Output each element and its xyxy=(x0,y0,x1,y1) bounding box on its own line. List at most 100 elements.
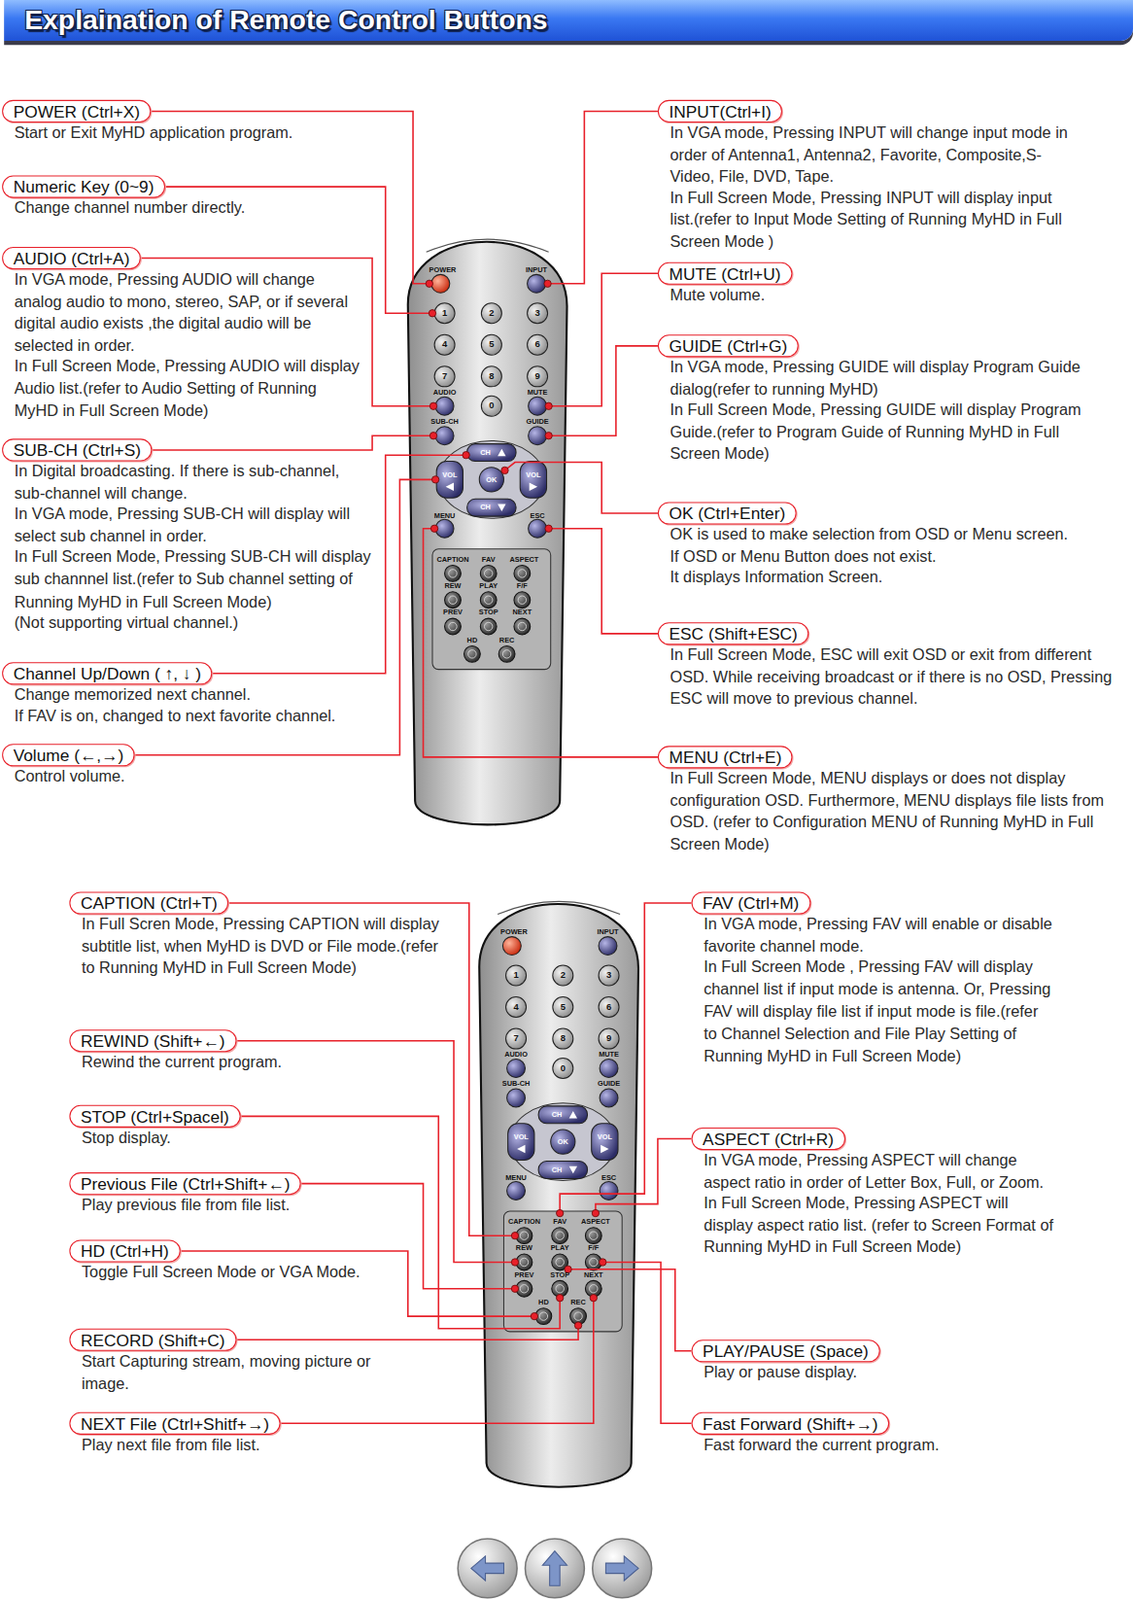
button-heading: ESC (Shift+ESC) xyxy=(657,621,809,645)
button-icon xyxy=(589,1284,598,1293)
description: In Full Screen Mode, MENU displays or do… xyxy=(670,766,1125,856)
description: In VGA mode, Pressing SUB-CH will displa… xyxy=(14,503,372,548)
leader-dot xyxy=(591,1208,599,1216)
key-number: 3 xyxy=(534,309,540,318)
leader-dot xyxy=(545,402,552,410)
leader-dot xyxy=(511,1232,518,1239)
title: Explaination of Remote Control Buttons xyxy=(24,4,548,37)
callout: NEXT File (Ctrl+Shitf+→)Play next file f… xyxy=(68,1411,459,1456)
key-number: 9 xyxy=(534,372,540,381)
button-heading: Numeric Key (0~9) xyxy=(1,175,166,199)
number-button xyxy=(434,303,455,324)
key-number: 0 xyxy=(488,401,494,411)
callout: GUIDE (Ctrl+G)In VGA mode, Pressing GUID… xyxy=(657,334,1099,465)
leader-dot xyxy=(511,1258,518,1266)
leader-line xyxy=(236,1040,515,1263)
button-label: INPUT xyxy=(525,265,548,273)
leader-dot xyxy=(425,279,433,287)
button-icon xyxy=(448,595,457,604)
button-label: POWER xyxy=(429,265,457,273)
transport-button xyxy=(480,591,497,609)
number-button xyxy=(480,334,502,355)
leader-dot xyxy=(545,524,552,532)
back-button xyxy=(457,1538,517,1598)
transport-panel xyxy=(503,1210,622,1332)
vol-right-button xyxy=(519,460,547,498)
button-icon xyxy=(574,1311,583,1320)
description: Stop display. xyxy=(81,1126,418,1149)
button-label: F/F xyxy=(587,1243,599,1251)
leader-dot xyxy=(589,1294,597,1302)
button-icon xyxy=(555,1231,564,1239)
function-button xyxy=(507,1088,526,1107)
number-button xyxy=(552,996,574,1018)
transport-button xyxy=(514,591,531,609)
leader-dot xyxy=(430,524,438,532)
leader-line xyxy=(151,435,434,450)
button-label: PREV xyxy=(443,608,463,616)
leader-dot xyxy=(429,432,437,440)
number-button xyxy=(480,395,502,416)
button-label: REC xyxy=(570,1298,586,1305)
description: Rewind the current program. xyxy=(81,1050,445,1073)
number-button xyxy=(527,366,549,387)
description: Start or Exit MyHD application program. xyxy=(14,121,382,144)
up-arrow xyxy=(542,1550,567,1586)
button-label: GUIDE xyxy=(597,1079,620,1087)
remote-control xyxy=(408,239,568,824)
number-button xyxy=(552,1028,574,1049)
callout: MENU (Ctrl+E)In Full Screen Mode, MENU d… xyxy=(657,745,1125,856)
ch-up-button xyxy=(467,444,516,462)
callout: Previous File (Ctrl+Shift+←)Play previou… xyxy=(68,1171,408,1216)
number-button xyxy=(598,1028,619,1049)
description: In VGA mode, Pressing ASPECT will change… xyxy=(703,1148,1056,1193)
button-label: NEXT xyxy=(513,608,533,616)
key-number: 1 xyxy=(442,309,447,318)
remote-body xyxy=(408,241,568,825)
button-label: STOP xyxy=(549,1270,570,1277)
key-number: 6 xyxy=(534,340,540,349)
callout: OK (Ctrl+Enter)OK is used to make select… xyxy=(657,501,1078,588)
number-button xyxy=(434,334,455,355)
button-heading: POWER (Ctrl+X) xyxy=(1,100,151,123)
description: Control volume. xyxy=(14,764,382,788)
ok-button xyxy=(550,1129,576,1154)
button-heading: MUTE (Ctrl+U) xyxy=(657,262,792,285)
transport-button xyxy=(445,618,462,635)
key-number: 4 xyxy=(442,340,447,349)
button-label: MENU xyxy=(505,1173,527,1181)
callout: INPUT(Ctrl+I)In VGA mode, Pressing INPUT… xyxy=(657,100,1078,253)
key-number: 7 xyxy=(513,1033,518,1043)
button-icon xyxy=(555,1257,564,1266)
key-number: 7 xyxy=(442,372,447,381)
button-heading: Volume (←,→) xyxy=(1,743,136,766)
description: Toggle Full Screen Mode or VGA Mode. xyxy=(81,1260,388,1283)
description: In VGA mode, Pressing GUIDE will display… xyxy=(670,355,1099,400)
button-icon xyxy=(448,621,457,630)
leader-dot xyxy=(431,476,439,483)
description: Play or pause display. xyxy=(703,1360,1056,1383)
button-label: FAV xyxy=(481,555,496,563)
callout: STOP (Ctrl+Spacel)Stop display. xyxy=(68,1104,418,1149)
button-label: NEXT xyxy=(583,1270,604,1277)
button-label: F/F xyxy=(516,582,528,589)
button-label: CH xyxy=(480,503,491,511)
next-button xyxy=(592,1538,653,1598)
function-button xyxy=(528,518,548,538)
description: Start Capturing stream, moving picture o… xyxy=(81,1349,378,1394)
description: In VGA mode, Pressing AUDIO will change … xyxy=(14,268,362,357)
button-heading: HD (Ctrl+H) xyxy=(68,1238,180,1262)
power-button xyxy=(431,274,450,293)
button-label: GUIDE xyxy=(525,417,549,425)
button-heading: INPUT(Ctrl+I) xyxy=(657,100,783,123)
button-label: CAPTION xyxy=(436,555,469,563)
button-heading: OK (Ctrl+Enter) xyxy=(657,501,797,524)
key-number: 5 xyxy=(488,340,494,349)
button-label: POWER xyxy=(500,927,528,935)
button-label: VOL xyxy=(442,470,457,478)
button-label: VOL xyxy=(525,470,541,478)
leader-dot xyxy=(428,309,436,317)
transport-button xyxy=(514,565,531,583)
leader-line xyxy=(549,345,658,436)
